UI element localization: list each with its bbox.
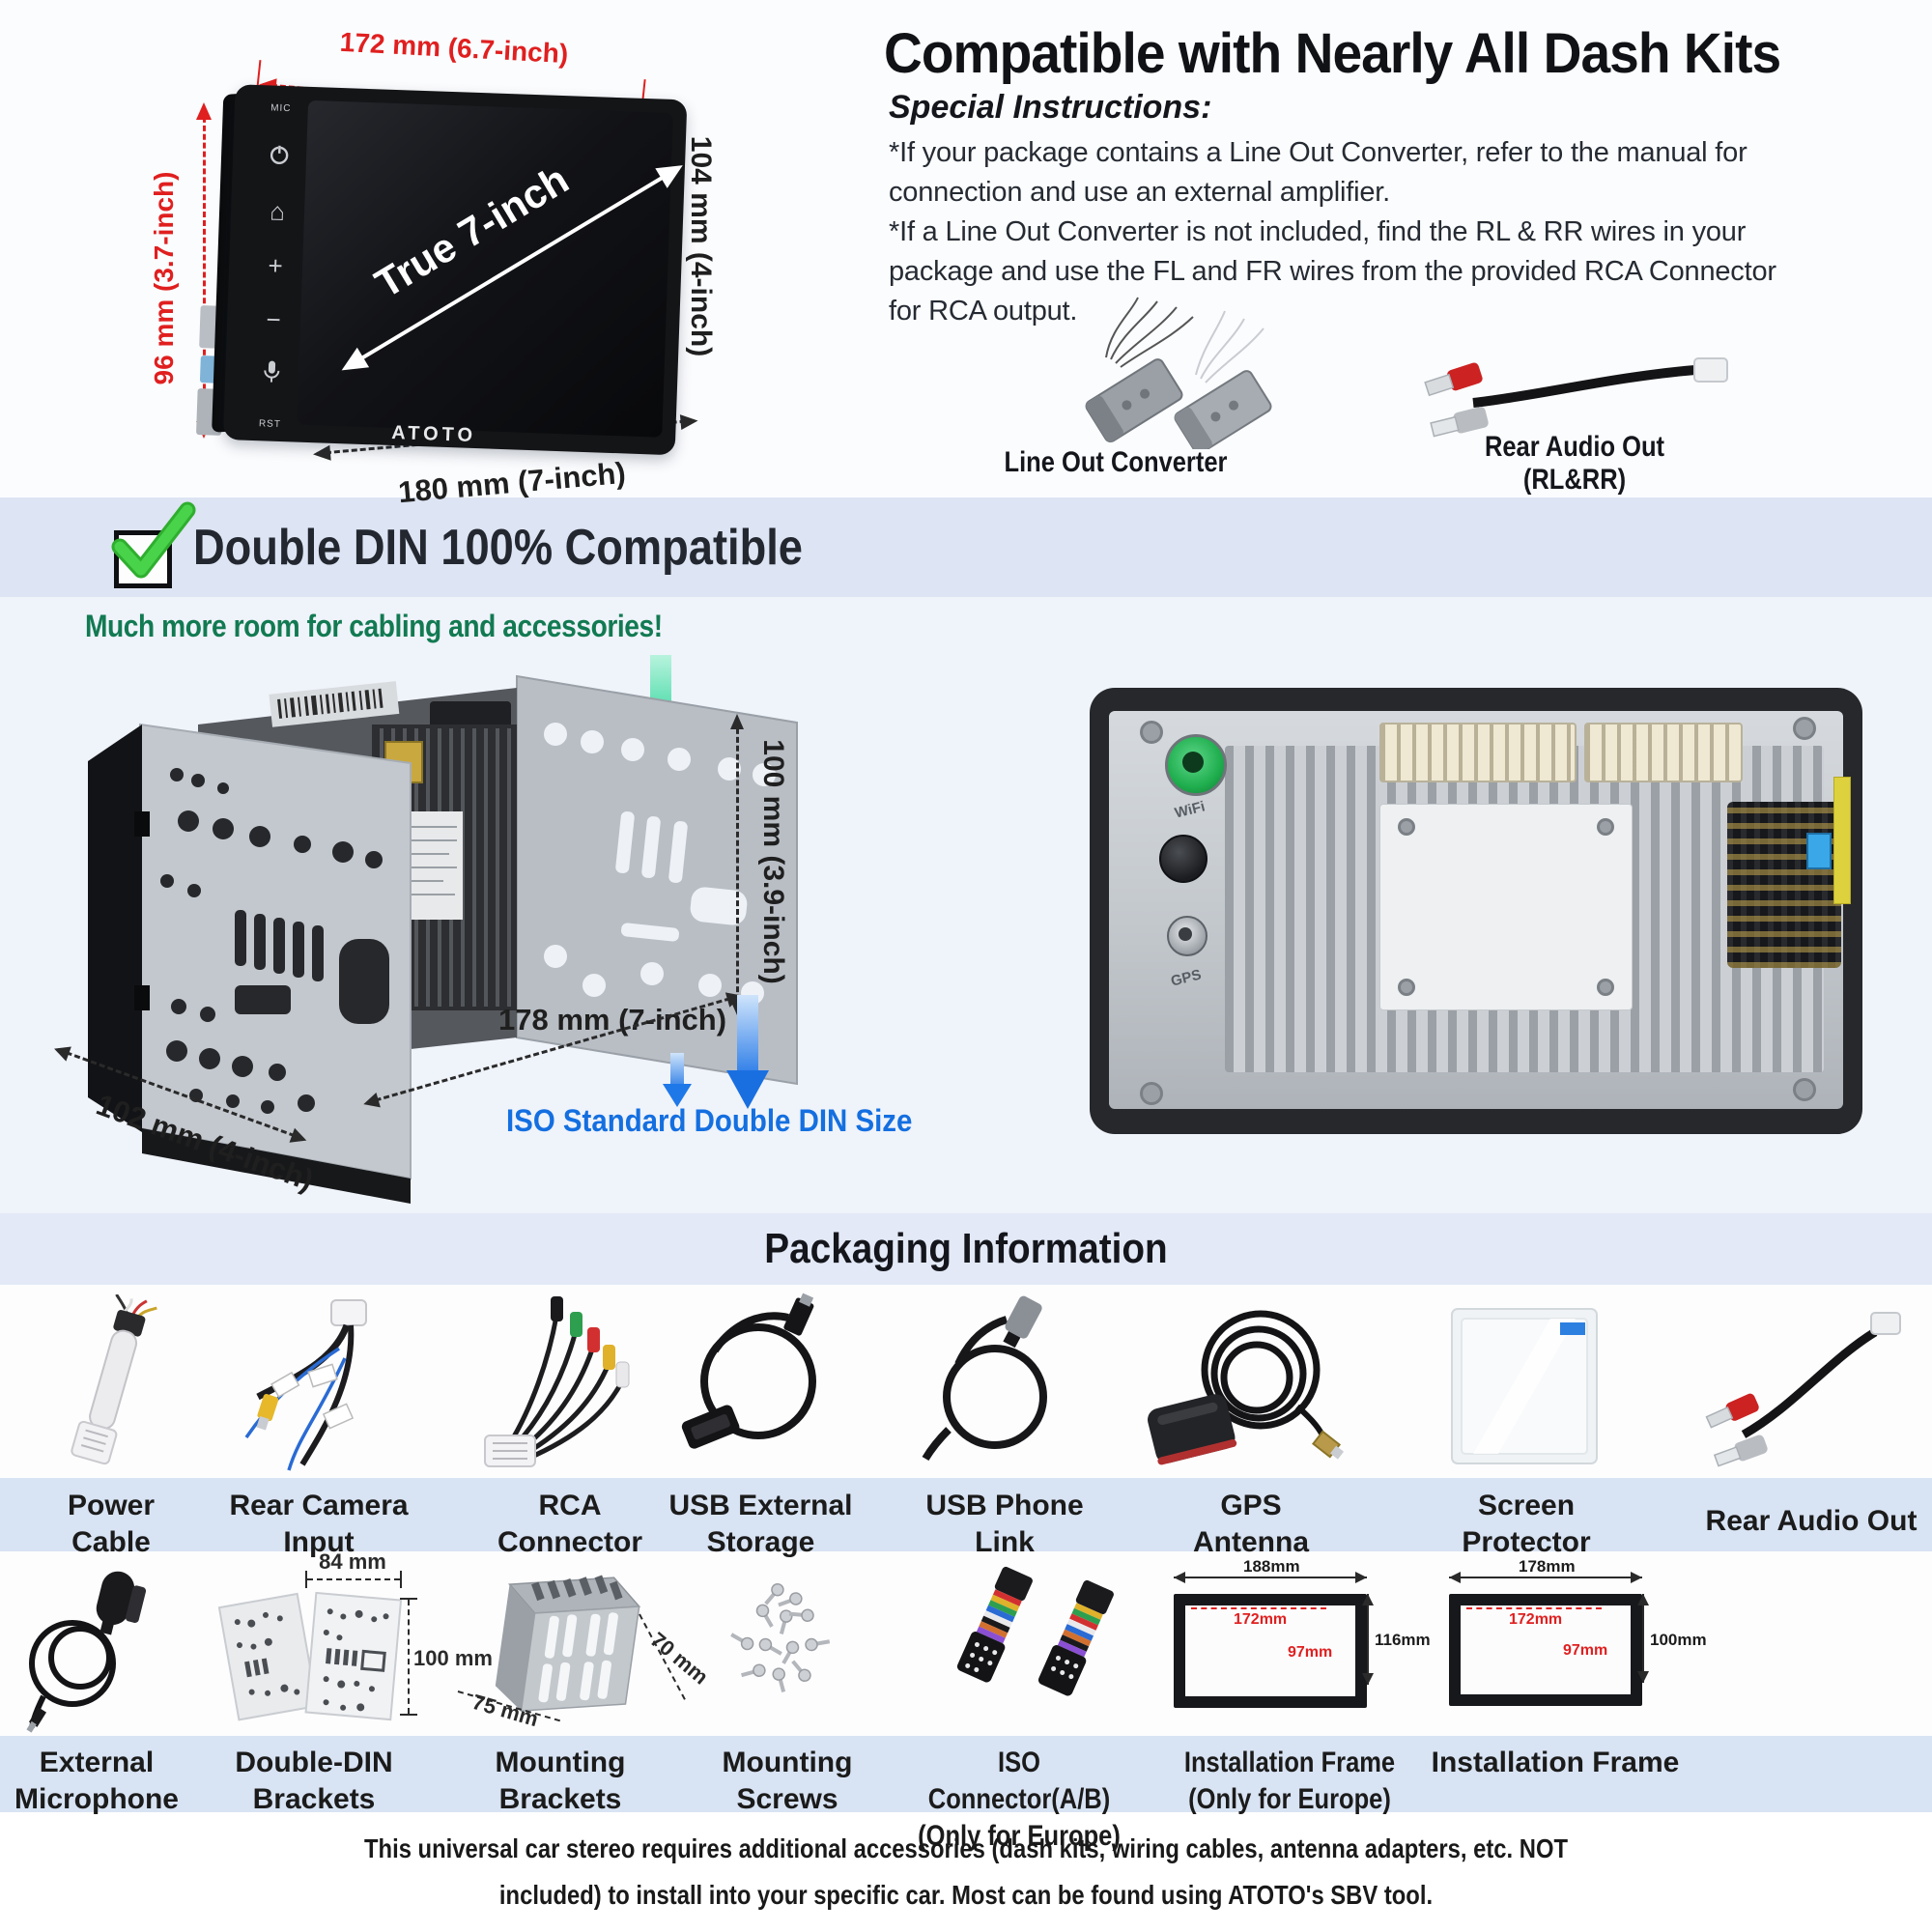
packaging-band-bg (0, 1213, 1932, 1285)
rear-audio-out-image (1420, 343, 1748, 444)
mounting-cage-image (53, 667, 807, 1208)
cage-width-label: 178 mm (7-inch) (498, 1003, 727, 1037)
bracket-height-label: 100 mm (413, 1646, 493, 1670)
row1-label-strip (0, 1478, 1932, 1551)
volume-up-icon: + (268, 250, 284, 280)
rear-audio-out-label-line1: Rear Audio Out (1484, 431, 1665, 463)
mounting-screws-image (671, 1557, 903, 1736)
screen-protector-image (1406, 1299, 1647, 1478)
check-icon (108, 500, 205, 587)
double-din-band-bg (0, 497, 1932, 597)
mic-icon (262, 360, 282, 391)
iso-harness-socket (1727, 802, 1841, 968)
frame-eu-box (1174, 1594, 1367, 1708)
external-microphone-image (5, 1557, 188, 1736)
installation-frame-eu-image: 188mm 172mm 97mm 116mm (1125, 1553, 1444, 1737)
instruction-line-4: package and use the FL and FR wires from… (889, 256, 1776, 287)
label-installation-frame-eu: Installation Frame(Only for Europe) (1183, 1747, 1396, 1815)
mic-hole-label: MIC (270, 102, 292, 115)
bracket-width-label: 84 mm (319, 1549, 386, 1574)
rear-audio-out-label-line2: (RL&RR) (1522, 464, 1627, 496)
frame-eu-outer-width: 188mm (1239, 1557, 1304, 1577)
double-din-heading: Double DIN 100% Compatible (193, 520, 803, 576)
frame-inner-height: 97mm (1563, 1642, 1608, 1659)
gps-antenna-image (1135, 1293, 1367, 1478)
sticker (1833, 777, 1851, 904)
special-instructions-heading: Special Instructions: (889, 89, 1212, 126)
usb-phone-link-image (898, 1293, 1111, 1478)
installation-frame-image: 178mm 172mm 97mm 100mm (1410, 1553, 1707, 1737)
line-out-converter-label: Line Out Converter (1004, 446, 1228, 478)
frame-eu-inner-height: 97mm (1288, 1644, 1333, 1661)
double-din-brackets-image: 84 mm 100 mm (193, 1549, 493, 1736)
footer-line-2: included) to install into your specific … (498, 1880, 1434, 1910)
device-screen (297, 99, 673, 438)
instruction-line-1: *If your package contains a Line Out Con… (889, 137, 1747, 168)
knob (1159, 835, 1208, 883)
frame-box (1449, 1594, 1642, 1706)
bracket-height-line (408, 1600, 410, 1714)
footer-line-1: This universal car stereo requires addit… (364, 1833, 1568, 1863)
cage-height-label: 100 mm (3.9-inch) (757, 739, 789, 984)
frame-outer-width: 178mm (1515, 1557, 1579, 1577)
power-cable-image (14, 1293, 208, 1473)
cage-height-arrow (730, 714, 744, 1015)
line-out-converter-image (1014, 290, 1304, 455)
cabling-room-subtitle: Much more room for cabling and accessori… (85, 609, 663, 643)
rear-camera-input-image (217, 1294, 420, 1478)
instruction-line-3: *If a Line Out Converter is not included… (889, 216, 1747, 247)
iso-standard-label: ISO Standard Double DIN Size (506, 1103, 913, 1138)
dim-height-left: 96 mm (3.7-inch) (149, 171, 179, 385)
blue-arrow-small (663, 1053, 692, 1107)
iso-connector-image (898, 1553, 1140, 1737)
dim-arrow-left (196, 102, 212, 439)
device-button-column: MIC ⌂ + − RST (244, 102, 306, 431)
home-icon: ⌂ (269, 196, 286, 227)
frame-eu-outer-height: 116mm (1375, 1631, 1431, 1649)
usb-external-storage-image (657, 1293, 865, 1478)
frame-outer-height: 100mm (1650, 1631, 1707, 1649)
mounting-brackets-image: 75 mm 70 mm (435, 1553, 713, 1737)
rca-connector-image (464, 1293, 676, 1478)
frame-inner-width: 172mm (1509, 1611, 1563, 1628)
bracket-width-line (307, 1578, 400, 1580)
page-title: Compatible with Nearly All Dash Kits (884, 22, 1781, 85)
instruction-line-5: for RCA output. (889, 296, 1078, 327)
dim-height-right: 104 mm (4-inch) (685, 135, 717, 357)
frame-eu-inner-width: 172mm (1234, 1611, 1288, 1628)
label-rear-audio-out: Rear Audio Out (1705, 1505, 1918, 1537)
blue-arrow-large (726, 995, 769, 1111)
label-installation-frame: Installation Frame (1431, 1747, 1680, 1778)
head-unit-rear-image: WiFi GPS (1090, 688, 1862, 1134)
rear-audio-out-item-image (1695, 1299, 1927, 1478)
power-icon (268, 142, 292, 171)
packaging-heading: Packaging Information (764, 1225, 1168, 1272)
fuse (1806, 833, 1832, 869)
footer-bg (0, 1812, 1932, 1932)
instruction-line-2: connection and use an external amplifier… (889, 177, 1390, 208)
label-iso-connector: ISO Connector(A/B)(Only for Europe) (918, 1747, 1121, 1852)
row2-label-strip (0, 1736, 1932, 1812)
volume-down-icon: − (266, 304, 282, 334)
head-unit-front: MIC ⌂ + − RST True 7-inch ATOTO (195, 84, 689, 463)
